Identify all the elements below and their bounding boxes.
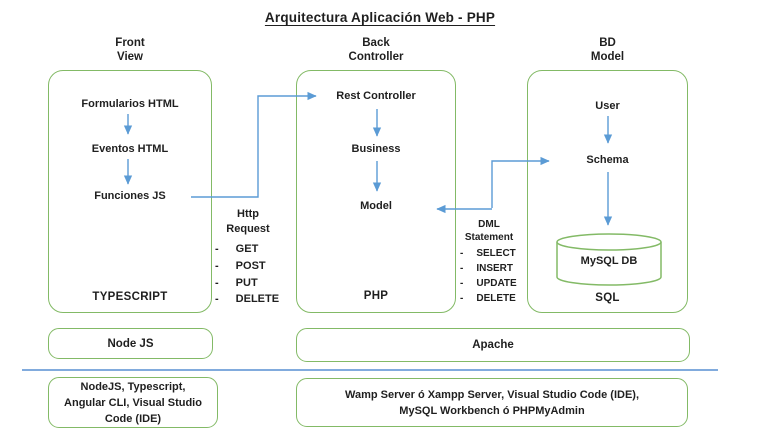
- http-item-put-label: PUT: [235, 277, 258, 289]
- http-item-delete: - DELETE: [215, 292, 279, 306]
- front-flow-item-funciones: Funciones JS: [94, 190, 166, 202]
- nodejs-runtime-box: Node JS: [48, 328, 213, 359]
- http-item-get: - GET: [215, 242, 258, 256]
- dml-item-insert: - INSERT: [460, 263, 513, 275]
- bd-column-header: BD Model: [527, 36, 688, 64]
- dml-item-delete: - DELETE: [460, 293, 516, 305]
- back-flow-item-business: Business: [351, 143, 401, 155]
- dml-item-insert-label: INSERT: [476, 263, 514, 274]
- back-controller-box: [296, 70, 456, 313]
- apache-server-box: Apache: [296, 328, 690, 362]
- back-language-label: PHP: [363, 290, 389, 302]
- list-dash: -: [460, 248, 464, 259]
- http-request-heading-line2: Request: [226, 223, 270, 235]
- front-header-line2: View: [117, 51, 143, 63]
- back-flow-item-restcontroller: Rest Controller: [336, 90, 416, 102]
- server-tools-box: Wamp Server ó Xampp Server, Visual Studi…: [296, 378, 688, 427]
- server-tools-line1: Wamp Server ó Xampp Server, Visual Studi…: [344, 388, 640, 401]
- dml-item-select-label: SELECT: [476, 248, 516, 259]
- bd-flow-item-schema: Schema: [586, 154, 629, 166]
- front-flow-item-eventos: Eventos HTML: [91, 143, 169, 155]
- front-tools-line3: Code (IDE): [104, 412, 162, 425]
- front-tools-line1: NodeJS, Typescript,: [80, 380, 186, 393]
- list-dash: -: [215, 260, 219, 272]
- front-column-header: Front View: [48, 36, 212, 64]
- back-flow-item-model: Model: [360, 200, 392, 212]
- apache-server-label: Apache: [472, 339, 514, 351]
- http-item-delete-label: DELETE: [235, 293, 280, 305]
- dml-heading-line2: Statement: [464, 232, 514, 243]
- front-tools-line2: Angular CLI, Visual Studio: [64, 396, 202, 409]
- list-dash: -: [460, 293, 464, 304]
- dml-item-update: - UPDATE: [460, 278, 517, 290]
- bd-header-line1: BD: [599, 37, 616, 49]
- front-tools-box: NodeJS, Typescript, Angular CLI, Visual …: [48, 377, 218, 428]
- front-flow-item-formularios: Formularios HTML: [81, 98, 179, 110]
- http-item-post: - POST: [215, 259, 266, 273]
- diagram-title: Arquitectura Aplicación Web - PHP: [264, 10, 496, 25]
- server-tools-line2: MySQL Workbench ó PHPMyAdmin: [399, 404, 585, 417]
- dml-heading-line1: DML: [478, 219, 500, 230]
- front-header-line1: Front: [115, 37, 145, 49]
- list-dash: -: [460, 263, 464, 274]
- mysql-db-label: MySQL DB: [580, 255, 638, 267]
- back-column-header: Back Controller: [296, 36, 456, 64]
- list-dash: -: [460, 278, 464, 289]
- front-view-box: [48, 70, 212, 313]
- back-header-line1: Back: [362, 37, 390, 49]
- back-header-line2: Controller: [348, 51, 404, 63]
- http-request-heading: Http Request: [210, 207, 286, 237]
- http-item-put: - PUT: [215, 276, 258, 290]
- http-item-get-label: GET: [235, 243, 259, 255]
- list-dash: -: [215, 277, 219, 289]
- dml-item-select: - SELECT: [460, 248, 516, 260]
- dml-statement-heading: DML Statement: [449, 218, 529, 244]
- bd-header-line2: Model: [590, 51, 625, 63]
- http-item-post-label: POST: [235, 260, 266, 272]
- nodejs-runtime-label: Node JS: [107, 337, 154, 350]
- dml-item-delete-label: DELETE: [476, 293, 516, 304]
- bd-language-label: SQL: [595, 292, 620, 304]
- http-request-heading-line1: Http: [237, 208, 259, 220]
- list-dash: -: [215, 293, 219, 305]
- dml-item-update-label: UPDATE: [476, 278, 517, 289]
- bd-flow-item-user: User: [595, 100, 620, 112]
- front-language-label: TYPESCRIPT: [92, 291, 168, 303]
- list-dash: -: [215, 243, 219, 255]
